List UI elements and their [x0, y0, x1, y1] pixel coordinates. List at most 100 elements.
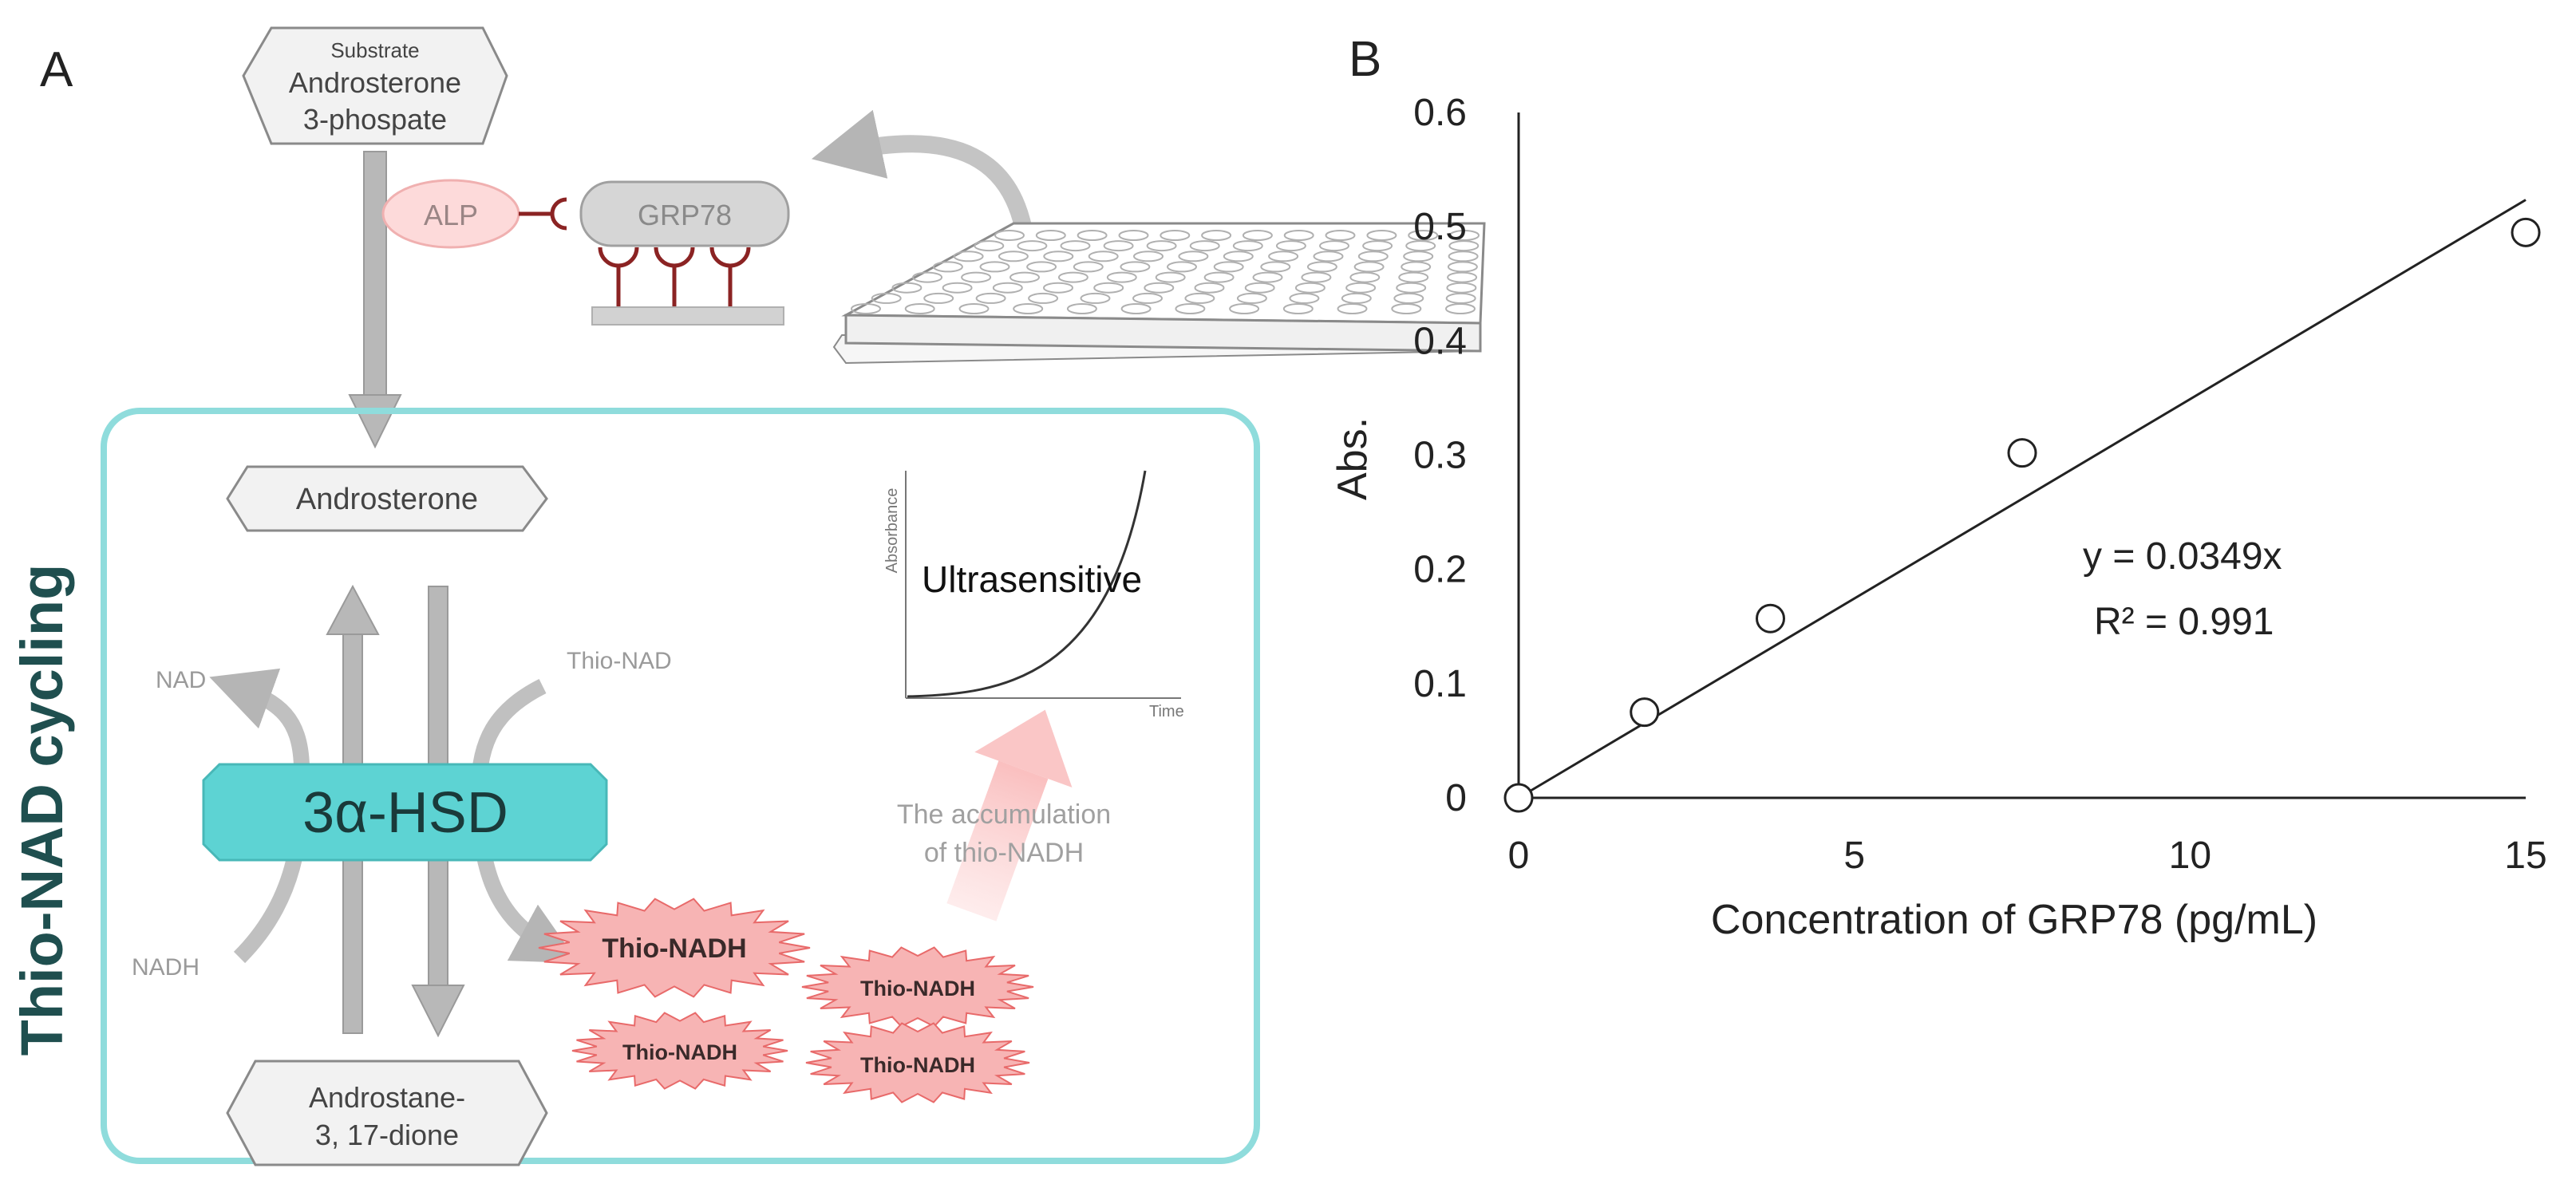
- well: [1132, 292, 1163, 304]
- androsterone-label: Androsterone: [296, 483, 478, 516]
- accumulation-label-line2: of thio-NADH: [924, 838, 1084, 868]
- well: [1106, 271, 1137, 283]
- well: [1445, 292, 1476, 304]
- well: [1146, 240, 1177, 252]
- well: [1035, 230, 1066, 241]
- well: [1057, 271, 1088, 283]
- well: [891, 282, 923, 294]
- well: [1203, 271, 1235, 283]
- thio-nadh-label: Thio-NADH: [602, 933, 746, 964]
- well: [1401, 261, 1432, 273]
- well: [1446, 282, 1477, 294]
- data-point: [1630, 697, 1660, 728]
- well: [953, 251, 984, 262]
- y-tick-label: 0: [1445, 777, 1467, 819]
- well: [1391, 303, 1422, 314]
- grp78-label: GRP78: [638, 199, 732, 231]
- regression-equation: y = 0.0349x: [2083, 535, 2282, 578]
- well: [1447, 271, 1478, 283]
- well: [958, 303, 990, 314]
- thio-nadh-label: Thio-NADH: [622, 1040, 737, 1064]
- well: [1201, 230, 1232, 241]
- well: [942, 282, 973, 294]
- well: [1396, 282, 1427, 294]
- well: [851, 303, 881, 314]
- well: [1445, 303, 1476, 314]
- thio-nadh-burst-3: Thio-NADH: [571, 1012, 788, 1090]
- nadh-label: NADH: [132, 954, 200, 981]
- well: [1175, 303, 1206, 314]
- well: [1319, 240, 1349, 252]
- well: [992, 282, 1023, 294]
- well: [1294, 282, 1326, 294]
- well: [1289, 292, 1320, 304]
- x-tick-label: 0: [1508, 835, 1530, 877]
- well: [1194, 282, 1225, 294]
- product-label-line1: Androstane-: [309, 1081, 465, 1114]
- x-tick-label: 5: [1843, 835, 1865, 877]
- well: [1213, 261, 1244, 273]
- well: [1073, 261, 1104, 273]
- panel-a-label: A: [40, 42, 73, 97]
- thio-nad-cycling-box: [101, 408, 1260, 1164]
- data-point: [1503, 783, 1534, 813]
- well: [1013, 303, 1044, 314]
- y-tick-label: 0.6: [1413, 92, 1467, 134]
- well: [1408, 230, 1439, 241]
- well: [1093, 282, 1124, 294]
- well: [1275, 240, 1306, 252]
- plate-to-grp78-arrow: [811, 109, 1034, 241]
- well: [1088, 251, 1119, 262]
- thio-nadh-burst-1: Thio-NADH: [538, 898, 811, 998]
- substrate-name-line2: 3-phospate: [303, 103, 447, 136]
- well: [1232, 240, 1263, 252]
- capture-antibodies: [598, 247, 751, 307]
- well: [1236, 292, 1267, 304]
- y-axis-label: Abs.: [1329, 417, 1376, 500]
- well: [998, 251, 1029, 262]
- alp-label: ALP: [424, 199, 478, 231]
- substrate-name: Androsterone: [289, 66, 461, 99]
- well: [1252, 271, 1283, 283]
- accumulation-label-line1: The accumulation: [897, 799, 1111, 830]
- well: [974, 240, 1005, 252]
- trendline: [1518, 199, 2527, 799]
- well: [1144, 282, 1175, 294]
- well: [1447, 261, 1478, 273]
- well: [1306, 261, 1337, 273]
- well: [1242, 230, 1273, 241]
- well: [994, 230, 1025, 241]
- y-tick-label: 0.4: [1413, 320, 1467, 362]
- well: [1349, 271, 1381, 283]
- well: [1398, 271, 1429, 283]
- well: [1155, 271, 1186, 283]
- well: [904, 303, 935, 314]
- well: [1178, 251, 1209, 262]
- inset-title: Ultrasensitive: [922, 558, 1142, 600]
- x-tick-label: 15: [2504, 835, 2546, 877]
- well: [1403, 251, 1434, 262]
- panel-b-label: B: [1349, 32, 1381, 87]
- well: [1017, 240, 1048, 252]
- well: [1223, 251, 1254, 262]
- y-tick-label: 0.2: [1413, 549, 1467, 591]
- well: [979, 261, 1010, 273]
- substrate-small-label: Substrate: [330, 38, 419, 62]
- well: [975, 292, 1006, 304]
- well: [932, 261, 963, 273]
- well-plate-wells: [851, 230, 1480, 314]
- well: [1325, 230, 1356, 241]
- well: [1362, 240, 1393, 252]
- substrate-node: Substrate Androsterone 3-phospate: [242, 26, 508, 145]
- well: [1301, 271, 1332, 283]
- well: [1160, 230, 1191, 241]
- thio-nad-label: Thio-NAD: [567, 648, 672, 674]
- well: [1043, 282, 1073, 294]
- well: [1244, 282, 1275, 294]
- r-squared-value: R² = 0.991: [2094, 601, 2274, 643]
- plate-surface: [591, 306, 784, 326]
- alp-grp78-complex: ALP GRP78: [381, 179, 790, 326]
- well: [1028, 292, 1059, 304]
- well: [871, 292, 902, 304]
- well: [1283, 230, 1314, 241]
